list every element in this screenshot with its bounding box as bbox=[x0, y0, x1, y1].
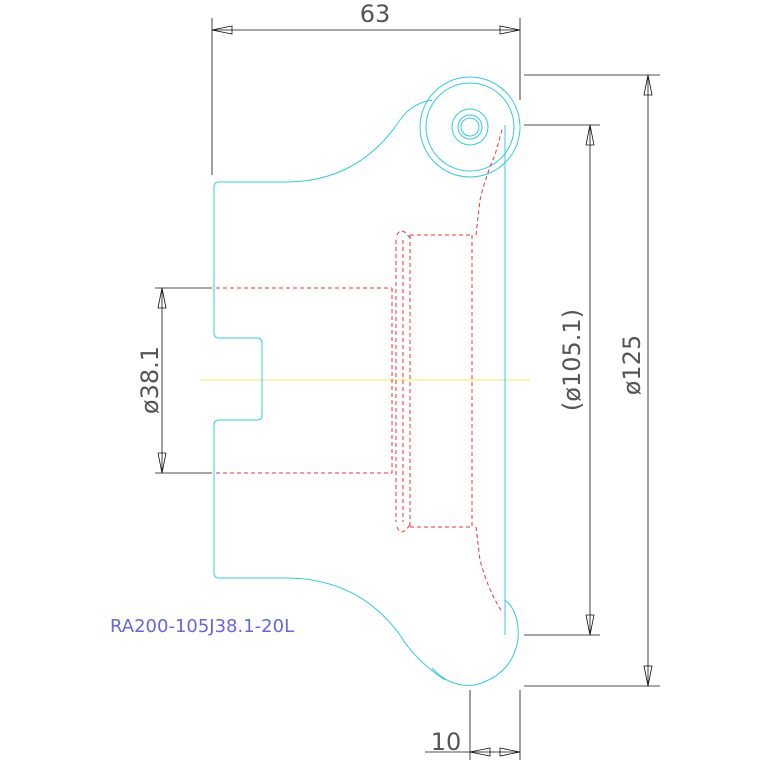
dim-offset-bottom: 10 bbox=[431, 728, 462, 756]
dim-outer-dia: ø125 bbox=[618, 335, 646, 396]
part-outline bbox=[213, 76, 521, 686]
hidden-lines bbox=[216, 129, 503, 613]
dim-pitch-dia: (ø105.1) bbox=[558, 309, 586, 411]
part-number-label: RA200-105J38.1-20L bbox=[110, 616, 294, 637]
dimension-lines bbox=[155, 18, 660, 760]
dim-bore-dia: ø38.1 bbox=[136, 346, 164, 414]
dim-width-top: 63 bbox=[360, 0, 391, 28]
